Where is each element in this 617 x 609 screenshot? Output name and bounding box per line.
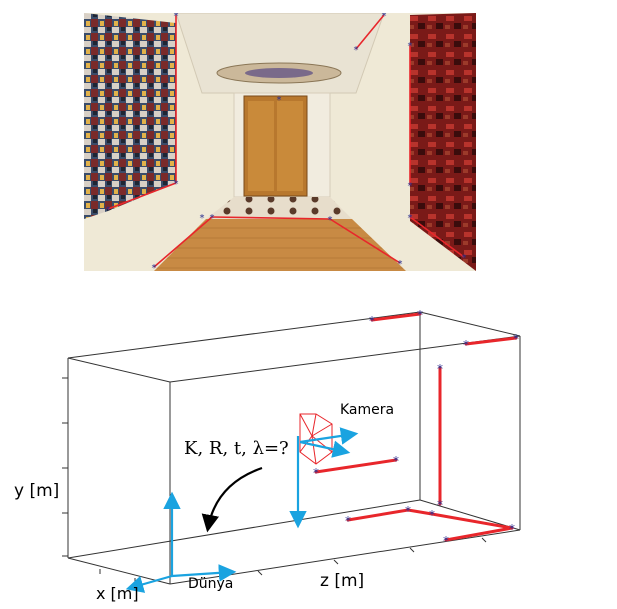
floor-rug <box>206 197 352 219</box>
svg-text:*: * <box>463 338 469 352</box>
svg-text:*: * <box>393 454 399 468</box>
svg-text:*: * <box>277 95 282 106</box>
svg-text:*: * <box>328 215 333 226</box>
camera-axes <box>289 427 359 529</box>
world-axes <box>125 491 237 593</box>
axis-ticks <box>62 377 487 583</box>
svg-text:*: * <box>382 13 387 22</box>
right-wall-art <box>410 13 476 271</box>
wood-floor <box>154 219 406 271</box>
svg-text:*: * <box>174 179 179 190</box>
svg-text:*: * <box>437 362 443 376</box>
svg-text:*: * <box>513 332 519 346</box>
photo-edge-lines <box>107 14 465 268</box>
svg-text:*: * <box>437 498 443 512</box>
svg-text:*: * <box>405 504 411 518</box>
y-axis-label: y [m] <box>14 481 60 501</box>
svg-text:*: * <box>509 522 515 536</box>
svg-text:*: * <box>152 263 157 271</box>
x-axis-label: x [m] <box>96 584 139 603</box>
camera-label: Kamera <box>340 402 395 418</box>
svg-text:*: * <box>408 181 413 192</box>
diagram-corner-markers: * * * * * * * * * * * * * <box>313 308 519 548</box>
svg-text:*: * <box>369 314 375 328</box>
svg-text:*: * <box>200 213 205 224</box>
unknowns-label: K, R, t, λ=? <box>184 438 289 459</box>
left-wall-collage <box>84 13 176 219</box>
svg-text:*: * <box>443 534 449 548</box>
svg-text:*: * <box>398 259 403 270</box>
svg-text:*: * <box>354 45 359 56</box>
svg-text:*: * <box>417 308 423 322</box>
box-wireframe <box>67 311 521 585</box>
svg-text:*: * <box>462 253 467 264</box>
svg-text:*: * <box>174 13 179 22</box>
scene-diagram: * * * * * * * * * * * * * <box>62 308 521 593</box>
z-axis-label: z [m] <box>320 571 365 591</box>
photo-corner-markers: * * * * * * * * * * * * * * * <box>106 13 467 271</box>
corridor-photo: * * * * * * * * * * * * * * * <box>84 13 476 271</box>
svg-text:*: * <box>106 205 111 216</box>
svg-text:*: * <box>408 41 413 52</box>
svg-text:*: * <box>429 508 435 522</box>
svg-text:*: * <box>408 213 413 224</box>
world-label: Dünya <box>188 576 234 592</box>
svg-text:*: * <box>345 514 351 528</box>
diagram-edge-lines <box>314 312 518 542</box>
svg-text:*: * <box>210 213 215 224</box>
curved-arrow <box>201 466 263 533</box>
svg-text:*: * <box>313 466 319 480</box>
